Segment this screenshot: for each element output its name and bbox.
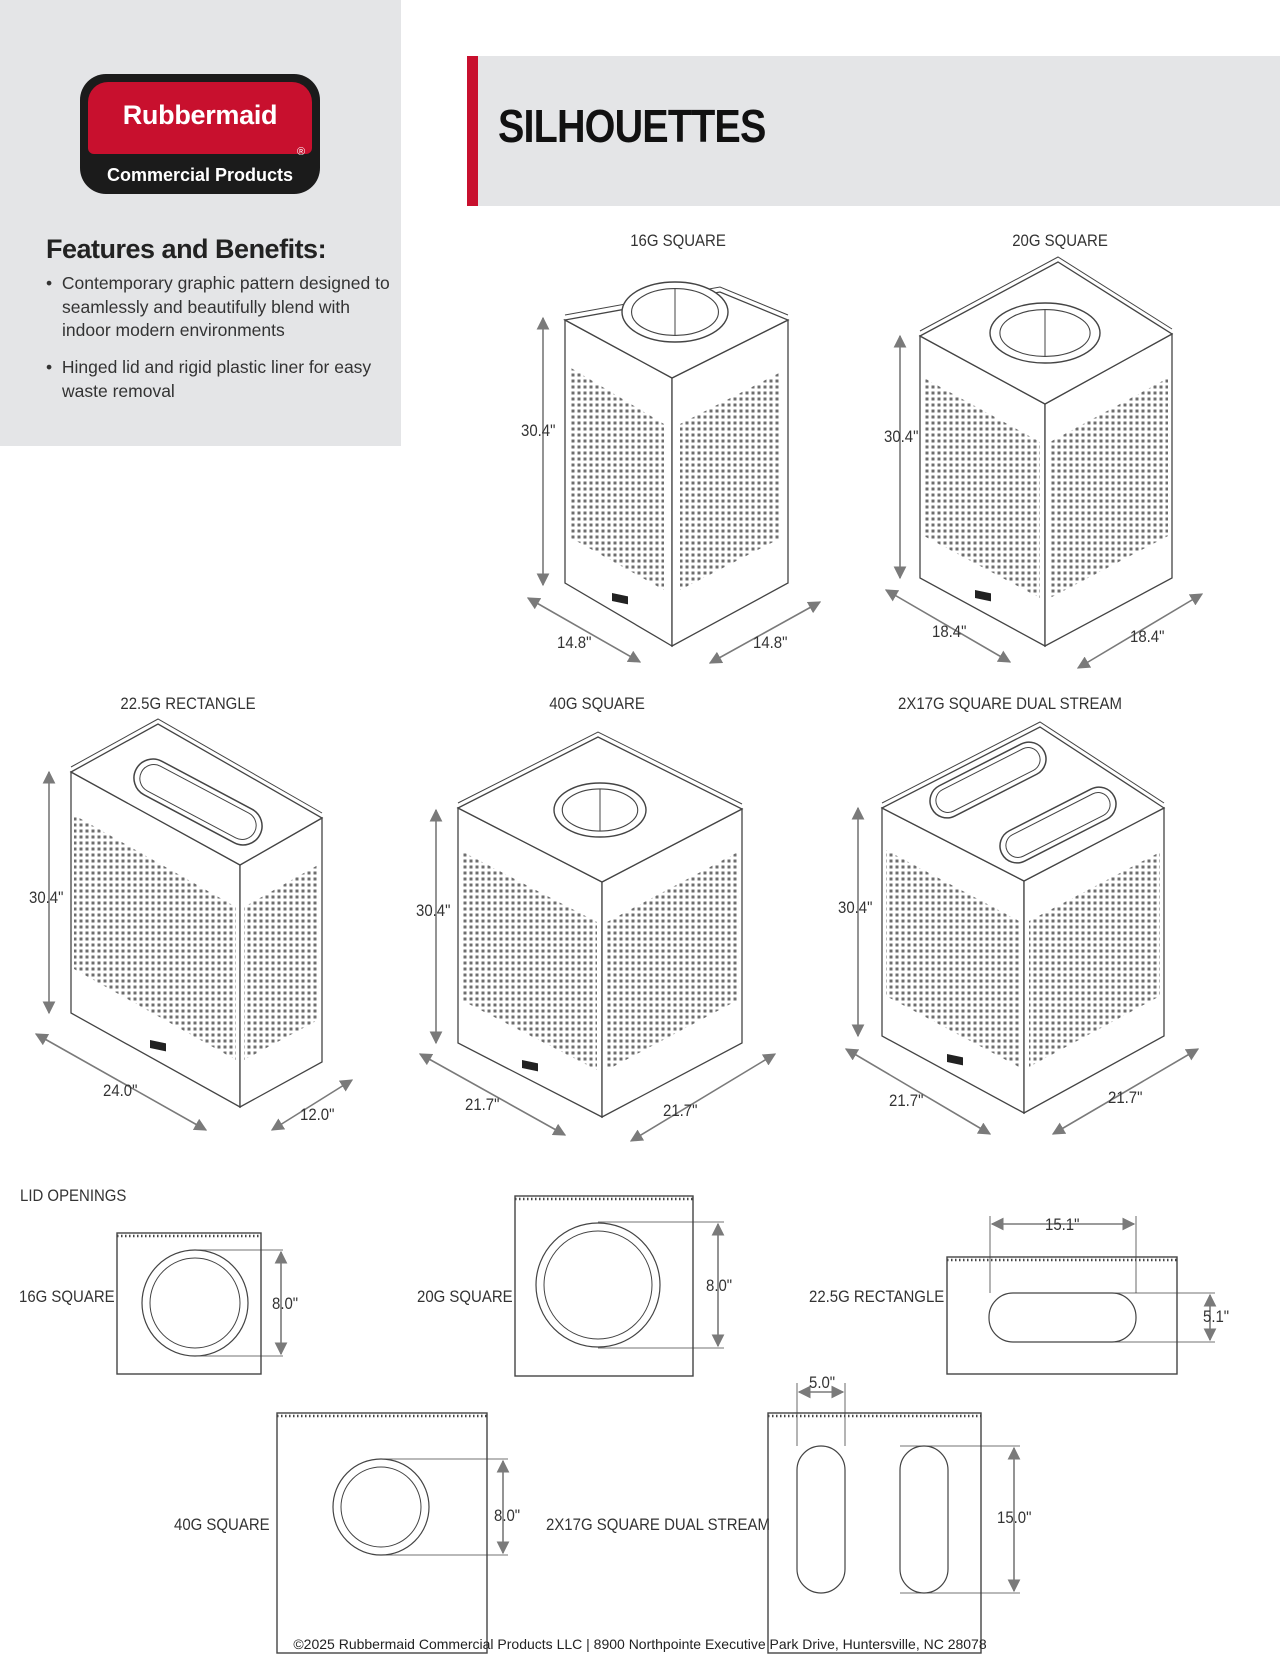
header-accent-stripe xyxy=(467,56,478,206)
lid-slot-inner xyxy=(935,747,1041,813)
opening-dimension: 5.0" xyxy=(809,1373,836,1392)
page-title: SILHOUETTES xyxy=(498,100,766,152)
perforation-pattern xyxy=(680,372,781,590)
width-dimension-arrow xyxy=(884,589,1012,663)
lid-opening-label: 40G SQUARE xyxy=(174,1515,270,1534)
lid-slot-opening xyxy=(133,758,263,846)
width-dimension: 21.7" xyxy=(465,1095,500,1114)
registered-mark: ® xyxy=(297,146,306,158)
height-dimension: 30.4" xyxy=(29,888,64,907)
logo-red-badge xyxy=(88,82,312,154)
lid-opening-inner xyxy=(340,1466,422,1548)
lid-opening-circle xyxy=(535,1222,661,1348)
lid-openings-title: LID OPENINGS xyxy=(20,1186,127,1205)
depth-dimension: 12.0" xyxy=(300,1105,335,1124)
footer-text: ©2025 Rubbermaid Commercial Products LLC… xyxy=(293,1636,987,1652)
opening-dimension: 5.1" xyxy=(1203,1307,1230,1326)
feature-bullet-text: Contemporary graphic pattern designed to… xyxy=(61,273,390,340)
perforation-pattern xyxy=(886,850,1019,1067)
perforation-pattern xyxy=(244,865,318,1060)
opening-dimension: 8.0" xyxy=(706,1276,733,1295)
opening-dimension: 8.0" xyxy=(494,1506,521,1525)
silhouette-title: 20G SQUARE xyxy=(1012,231,1108,250)
feature-bullet-text: Hinged lid and rigid plastic liner for e… xyxy=(61,357,372,401)
bin-top-face xyxy=(880,726,1166,882)
header-band xyxy=(467,56,1280,206)
lid-opening-label: 16G SQUARE xyxy=(19,1287,115,1306)
depth-dimension: 14.8" xyxy=(753,633,788,652)
perforation-pattern xyxy=(1050,378,1168,598)
height-dimension: 30.4" xyxy=(884,427,919,446)
depth-dimension: 21.7" xyxy=(1108,1088,1143,1107)
perforation-pattern xyxy=(1029,852,1160,1067)
depth-dimension-arrow xyxy=(708,601,822,664)
height-dimension: 30.4" xyxy=(416,901,451,920)
bin-lid-edge xyxy=(919,256,1173,332)
opening-dimension: 15.1" xyxy=(1045,1215,1080,1234)
bin-lid-edge xyxy=(564,286,789,316)
lid-opening-circle xyxy=(332,1458,430,1556)
lid-slot-opening xyxy=(999,786,1117,864)
silhouette-title: 2X17G SQUARE DUAL STREAM xyxy=(898,694,1122,713)
lid-slot-inner xyxy=(1005,792,1111,858)
width-dimension-arrow xyxy=(418,1053,567,1136)
lid-slot-opening xyxy=(929,741,1047,819)
perforation-pattern xyxy=(924,378,1040,598)
silhouette-title: 22.5G RECTANGLE xyxy=(120,694,256,713)
lid-slot-opening xyxy=(988,1292,1137,1343)
depth-dimension-arrow xyxy=(629,1053,777,1142)
feature-bullet: • Contemporary graphic pattern designed … xyxy=(46,273,390,340)
depth-dimension-arrow xyxy=(1051,1048,1200,1135)
silhouette-title: 16G SQUARE xyxy=(630,231,726,250)
height-dimension: 30.4" xyxy=(838,898,873,917)
lid-opening-label: 2X17G SQUARE DUAL STREAM xyxy=(546,1515,770,1534)
width-dimension: 24.0" xyxy=(103,1081,138,1100)
width-dimension-arrow xyxy=(844,1048,992,1135)
depth-dimension-arrow xyxy=(270,1079,354,1131)
lid-opening-label: 20G SQUARE xyxy=(417,1287,513,1306)
width-dimension: 14.8" xyxy=(557,633,592,652)
lid-opening-inner xyxy=(149,1257,241,1349)
opening-dimension: 15.0" xyxy=(997,1508,1032,1527)
depth-dimension-arrow xyxy=(1076,593,1204,669)
lid-opening-inner xyxy=(543,1230,653,1340)
logo-brand-name: Rubbermaid xyxy=(122,100,278,130)
feature-bullet: • Hinged lid and rigid plastic liner for… xyxy=(46,357,372,401)
depth-dimension: 21.7" xyxy=(663,1101,698,1120)
depth-dimension: 18.4" xyxy=(1130,627,1165,646)
width-dimension-arrow xyxy=(34,1033,208,1131)
silhouette-title: 40G SQUARE xyxy=(549,694,645,713)
perforation-pattern xyxy=(461,851,597,1070)
bin-lid-edge xyxy=(881,721,1165,804)
lid-slot-opening xyxy=(899,1445,949,1594)
height-dimension: 30.4" xyxy=(521,421,556,440)
width-dimension: 18.4" xyxy=(932,622,967,641)
lid-opening-circle xyxy=(141,1249,249,1357)
perforation-pattern xyxy=(74,815,236,1060)
perforation-pattern xyxy=(607,852,738,1070)
perforation-pattern xyxy=(571,368,664,590)
lid-opening-label: 22.5G RECTANGLE xyxy=(809,1287,945,1306)
features-title: Features and Benefits: xyxy=(46,234,327,264)
bin-lid-edge xyxy=(70,718,323,814)
width-dimension-arrow xyxy=(526,597,642,663)
lid-slot-inner xyxy=(139,764,257,840)
bin-lid-edge xyxy=(457,731,743,805)
opening-dimension: 8.0" xyxy=(272,1294,299,1313)
width-dimension: 21.7" xyxy=(889,1091,924,1110)
lid-slot-opening xyxy=(796,1445,846,1594)
logo-subtitle: Commercial Products xyxy=(106,165,294,185)
